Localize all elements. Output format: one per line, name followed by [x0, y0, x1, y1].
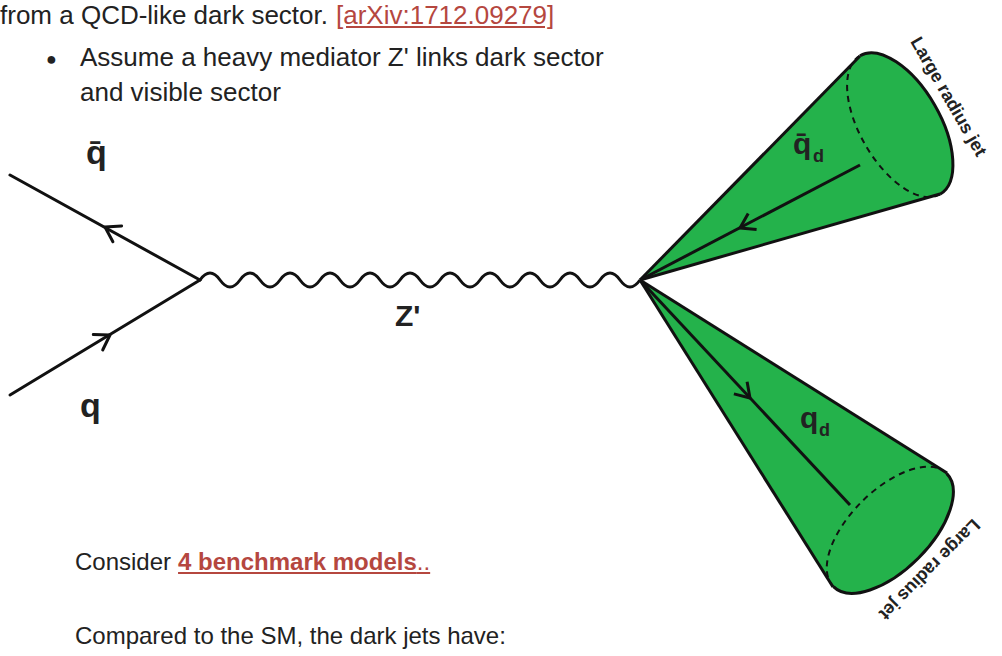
- cone-edge: [640, 280, 833, 587]
- cone-rim-hidden: [825, 56, 940, 215]
- quark-line: [10, 280, 200, 395]
- subscript-label: d: [813, 146, 824, 168]
- particle-label: q̄: [793, 126, 811, 162]
- cone-edge: [640, 56, 860, 280]
- fermion-arrow: [740, 214, 757, 230]
- highlight-link: 4 benchmark models: [178, 548, 417, 577]
- bullet-mark: ●: [46, 49, 57, 71]
- particle-label: q: [800, 400, 818, 436]
- fermion-arrow: [734, 382, 750, 398]
- reference-link: [arXiv:1712.09279]: [336, 0, 554, 31]
- fermion-arrow: [105, 226, 122, 242]
- bullet-text: Assume a heavy mediator Z' links dark se…: [80, 40, 620, 110]
- subscript-label: d: [819, 420, 830, 442]
- cone-edge: [640, 194, 940, 280]
- dark-quark-line: [640, 165, 860, 280]
- dark-quark-line: [640, 280, 850, 505]
- particle-label: q: [80, 385, 101, 426]
- cone-mouth: [805, 445, 975, 615]
- slide-text: Compared to the SM, the dark jets have:: [75, 622, 506, 651]
- mediator-label: Z': [395, 298, 420, 334]
- particle-label: q̄: [86, 132, 107, 173]
- slide-text: Consider: [75, 548, 171, 577]
- slide-text: ..: [417, 548, 430, 577]
- fermion-arrow: [93, 335, 110, 350]
- slide-text: from a QCD-like dark sector.: [0, 0, 328, 31]
- mediator-wavy-line: [200, 273, 640, 287]
- incoming-quarks: [10, 175, 200, 395]
- antiquark-line: [10, 175, 200, 280]
